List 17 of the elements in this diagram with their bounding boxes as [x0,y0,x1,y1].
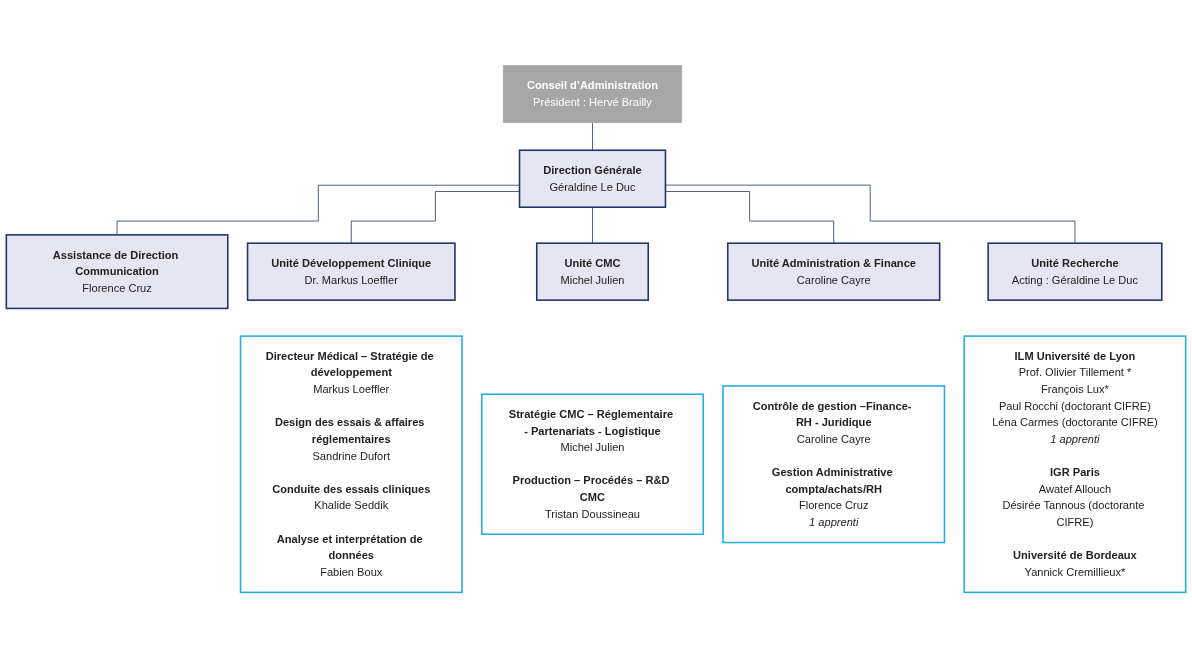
node-box: Directeur Médical – Stratégie de développement Markus Loeffler Design des essais & affaires réglementaires Sandrine Dufort Conduite des essais cliniques Khalide Seddik Analyse et interprétation de données Fabien Boux [239,335,463,594]
node-box: Assistance de Direction Communication Florence Cruz [5,234,229,310]
connector [592,206,593,244]
node-box: Direction Générale Géraldine Le Duc [518,149,667,208]
node-box: Unité Recherche Acting : Géraldine Le Duc [987,242,1163,301]
connector [665,184,1076,244]
connector [350,191,520,244]
connector [592,122,593,151]
node-box: Unité CMC Michel Julien [535,242,649,301]
node-box: Contrôle de gestion –Finance- RH - Juridique Caroline Cayre Gestion Administrative compta/achats/RH Florence Cruz 1 apprenti [722,385,946,544]
connector [116,184,520,236]
node-box: Unité Développement Clinique Dr. Markus Loeffler [246,242,456,301]
connector [665,191,835,244]
node-box: Stratégie CMC – Réglementaire - Partenariats - Logistique Michel Julien Production – Procédés – R&D CMC Tristan Doussineau [480,393,704,536]
node-box: Unité Administration & Finance Caroline Cayre [726,242,941,301]
node-box: ILM Université de Lyon Prof. Olivier Tillement * François Lux* Paul Rocchi (doctorant CIFRE) Léna Carmes (doctorante CIFRE) 1 apprenti IGR Paris Awatef Allouch Désirée Tannous (doctorante CIFRE) Université de Bordeaux Yannick Cremillieux* [963,335,1187,594]
node-box: Conseil d’Administration Président : Hervé Brailly [502,65,683,123]
